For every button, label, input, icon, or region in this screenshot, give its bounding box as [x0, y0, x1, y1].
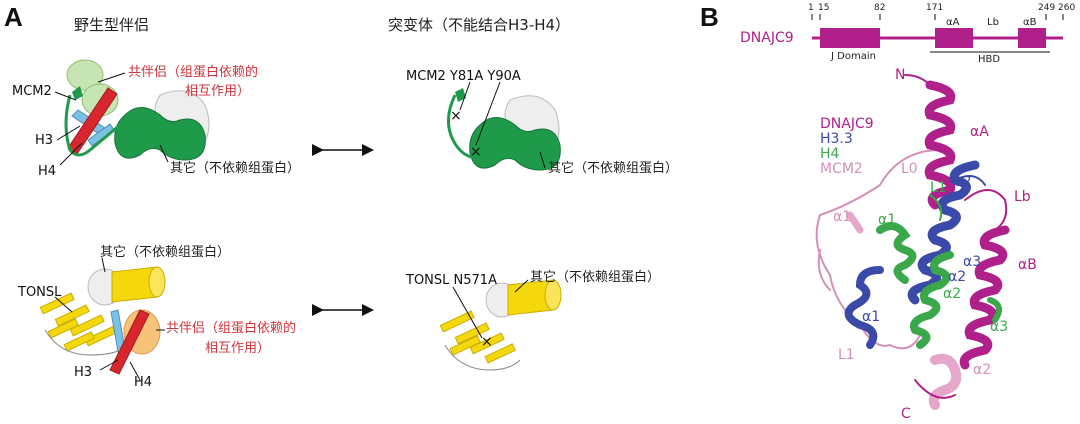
struct-label-n: N — [895, 67, 906, 83]
svg-text:×: × — [450, 108, 462, 124]
panel-b-label: B — [700, 2, 719, 32]
label-mcm2: MCM2 — [12, 84, 52, 99]
label-cochaperone-top-2: 相互作用） — [185, 84, 251, 99]
struct-label-l2: L2 — [955, 174, 972, 190]
label-tonsl-mutation: TONSL N571A — [406, 273, 497, 288]
struct-label-alpha-b: αB — [1018, 257, 1037, 273]
label-lb-map: Lb — [987, 17, 999, 28]
tick-260: 260 — [1058, 3, 1076, 13]
heading-mutant: 突变体（不能结合H3-H4） — [388, 16, 571, 34]
domain-map — [811, 14, 1064, 53]
label-helix-b-map: αB — [1023, 17, 1037, 28]
label-h4-bottom: H4 — [134, 375, 153, 390]
label-cochaperone-top-1: 共伴侣（组蛋白依赖的 — [128, 65, 259, 80]
tick-171: 171 — [926, 3, 944, 13]
struct-label-alpha1-pink: α1 — [833, 209, 852, 225]
panel-a-label: A — [4, 2, 23, 32]
struct-label-l0: L0 — [901, 161, 918, 177]
label-helix-a-map: αA — [946, 17, 960, 28]
struct-label-l1-green: L1 — [930, 180, 947, 196]
label-h3-bottom: H3 — [74, 365, 93, 380]
svg-text:×: × — [481, 334, 493, 350]
mutant-mcm2-complex: × × — [447, 88, 561, 171]
label-mcm2-mutation: MCM2 Y81A Y90A — [406, 69, 521, 84]
label-other-top-right: 其它（不依赖组蛋白） — [548, 161, 679, 176]
struct-label-alpha2-green: α2 — [943, 286, 962, 302]
struct-label-c: C — [901, 406, 911, 422]
legend-mcm2: MCM2 — [820, 161, 863, 177]
tick-1: 1 — [808, 3, 814, 13]
struct-label-l1-pink: L1 — [838, 347, 855, 363]
label-cochaperone-bottom-1: 共伴侣（组蛋白依赖的 — [166, 321, 297, 336]
svg-text:×: × — [470, 144, 482, 160]
label-other-bottom-right: 其它（不依赖组蛋白） — [530, 270, 661, 285]
label-other-top-left: 其它（不依赖组蛋白） — [170, 161, 301, 176]
label-h4-top: H4 — [38, 164, 57, 179]
struct-label-alpha-a: αA — [970, 124, 989, 140]
label-dnajc9-map: DNAJC9 — [740, 30, 794, 46]
struct-label-alpha3-blue: α3 — [963, 254, 982, 270]
ribbon-structure — [815, 74, 1010, 410]
label-other-bottom-left: 其它（不依赖组蛋白） — [100, 245, 231, 260]
struct-label-alpha1-blue: α1 — [862, 309, 881, 325]
legend-h4: H4 — [820, 146, 840, 162]
struct-label-lb: Lb — [1014, 189, 1031, 205]
legend-dnajc9: DNAJC9 — [820, 116, 874, 132]
legend-h33: H3.3 — [820, 131, 853, 147]
label-hbd: HBD — [978, 54, 1001, 65]
struct-label-alpha3-green: α3 — [990, 319, 1009, 335]
struct-label-alpha1-green: α1 — [878, 212, 897, 228]
label-h3-top: H3 — [35, 133, 54, 148]
tick-82: 82 — [874, 3, 886, 13]
label-tonsl: TONSL — [18, 285, 62, 300]
label-j-domain: J Domain — [831, 51, 876, 62]
struct-label-alpha2-pink: α2 — [973, 362, 992, 378]
tick-15: 15 — [818, 3, 830, 13]
heading-wildtype: 野生型伴侣 — [74, 16, 150, 34]
label-cochaperone-bottom-2: 相互作用） — [205, 341, 271, 356]
wildtype-mcm2-complex — [64, 59, 210, 161]
struct-label-alpha2-blue: α2 — [948, 269, 967, 285]
tick-249: 249 — [1038, 3, 1056, 13]
mutant-tonsl-complex: × — [439, 279, 562, 371]
wildtype-tonsl-complex — [39, 266, 166, 375]
